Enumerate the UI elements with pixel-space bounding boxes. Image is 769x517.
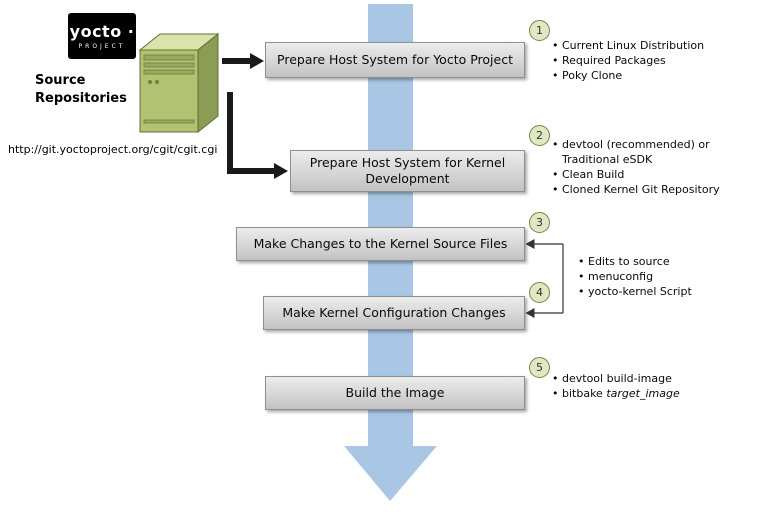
bullet-item: yocto-kernel Script (576, 284, 741, 299)
bullet-item: Clean Build (550, 167, 735, 182)
step5-bullet-list: devtool build-image bitbake target_image (550, 371, 735, 401)
bullet-item: menuconfig (576, 269, 741, 284)
server-tower-icon (138, 32, 220, 134)
bullet-text-italic: target_image (606, 387, 680, 400)
bullet-item: Poky Clone (550, 68, 730, 83)
step2-bullet-list: devtool (recommended) or Traditional eSD… (550, 137, 735, 197)
connector-arrow-step2 (227, 92, 288, 179)
bullet-text-normal: bitbake (562, 387, 607, 400)
step-box-4: Make Kernel Configuration Changes (263, 296, 525, 330)
logo-tagline: PROJECT (78, 42, 126, 50)
step-number-2: 2 (529, 125, 550, 146)
step1-bullet-list: Current Linux Distribution Required Pack… (550, 38, 730, 83)
logo-wordmark: yocto · (69, 21, 135, 41)
bullet-item: Required Packages (550, 53, 730, 68)
bullet-item: bitbake target_image (550, 386, 735, 401)
step-number-3: 3 (529, 212, 550, 233)
step-box-2: Prepare Host System for Kernel Developme… (290, 150, 525, 192)
bullet-item: devtool (recommended) or Traditional eSD… (550, 137, 735, 167)
bullet-item: Current Linux Distribution (550, 38, 730, 53)
source-repositories-label: Source Repositories (35, 73, 127, 106)
step-number-4: 4 (529, 282, 550, 303)
bullet-item: devtool build-image (550, 371, 735, 386)
step-box-1: Prepare Host System for Yocto Project (265, 42, 525, 78)
step-number-1: 1 (529, 20, 550, 41)
yocto-project-logo: yocto · PROJECT (68, 13, 136, 59)
step-number-5: 5 (529, 357, 550, 378)
bullet-item: Cloned Kernel Git Repository (550, 182, 735, 197)
step-box-5: Build the Image (265, 376, 525, 410)
source-repository-url: http://git.yoctoproject.org/cgit/cgit.cg… (8, 143, 218, 156)
steps3-4-shared-bullet-list: Edits to source menuconfig yocto-kernel … (576, 254, 741, 299)
bullet-item: Edits to source (576, 254, 741, 269)
step-box-3: Make Changes to the Kernel Source Files (236, 227, 525, 261)
